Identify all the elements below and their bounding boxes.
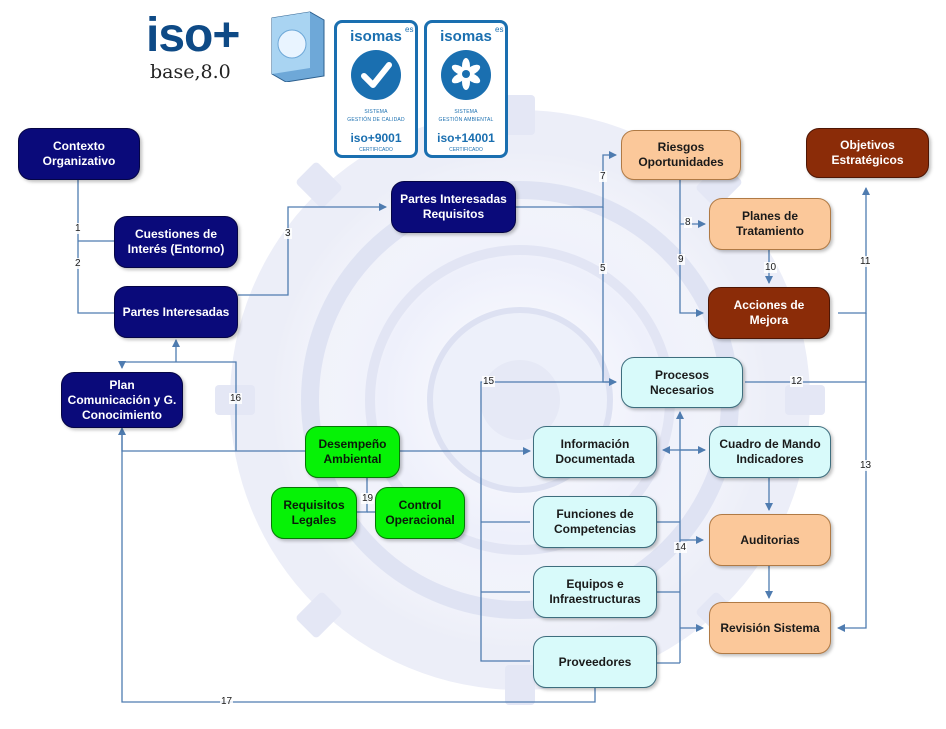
node-partes-interesadas[interactable]: Partes Interesadas: [114, 286, 238, 338]
node-cuadro-de-mando[interactable]: Cuadro de Mando Indicadores: [709, 426, 831, 478]
node-requisitos-legales[interactable]: Requisitos Legales: [271, 487, 357, 539]
node-auditorias[interactable]: Auditorias: [709, 514, 831, 566]
badge-line1: SISTEMA: [454, 109, 478, 115]
node-revision-sistema[interactable]: Revisión Sistema: [709, 602, 831, 654]
isoplus-logo: iso+: [146, 9, 240, 62]
software-box-icon: [271, 11, 325, 82]
connector-number: 16: [229, 393, 243, 404]
connector-number: 5: [599, 263, 607, 274]
badge-superscript: es: [495, 25, 504, 34]
connector-number: 12: [790, 376, 804, 387]
badge-brand: isomas: [350, 28, 402, 45]
node-contexto-organizativo[interactable]: Contexto Organizativo: [18, 128, 140, 180]
connector-number: 13: [859, 460, 873, 471]
connector-number: 14: [674, 542, 688, 553]
connector-number: 17: [220, 696, 234, 707]
iso9001-badge: isomas es SISTEMA GESTIÓN DE CALIDAD iso…: [334, 20, 418, 158]
node-objetivos-estrategicos[interactable]: Objetivos Estratégicos: [806, 128, 929, 178]
checkmark-icon: [351, 50, 401, 100]
badge-superscript: es: [405, 25, 414, 34]
node-procesos-necesarios[interactable]: Procesos Necesarios: [621, 357, 743, 408]
node-plan-comunicacion[interactable]: Plan Comunicación y G. Conocimiento: [61, 372, 183, 428]
node-equipos-e-infraestructuras[interactable]: Equipos e Infraestructuras: [533, 566, 657, 618]
node-partes-interesadas-requisitos[interactable]: Partes Interesadas Requisitos: [391, 181, 516, 233]
node-acciones-de-mejora[interactable]: Acciones de Mejora: [708, 287, 830, 339]
badge-cert: CERTIFICADO: [359, 147, 393, 153]
badge-line2: GESTIÓN DE CALIDAD: [347, 117, 405, 123]
connector-number: 15: [482, 376, 496, 387]
badge-cert: CERTIFICADO: [449, 147, 483, 153]
connector-number: 19: [361, 493, 375, 504]
node-proveedores[interactable]: Proveedores: [533, 636, 657, 688]
iso14001-badge: isomas es SISTEMA GESTIÓN AMBIENTAL iso+…: [424, 20, 508, 158]
badge-line1: SISTEMA: [364, 109, 388, 115]
node-funciones-de-competencias[interactable]: Funciones de Competencias: [533, 496, 657, 548]
connector-number: 7: [599, 171, 607, 182]
node-riesgos-oportunidades[interactable]: Riesgos Oportunidades: [621, 130, 741, 180]
badge-line2: GESTIÓN AMBIENTAL: [438, 117, 494, 123]
badge-brand: isomas: [440, 28, 492, 45]
node-informacion-documentada[interactable]: Información Documentada: [533, 426, 657, 478]
connector-number: 3: [284, 228, 292, 239]
flower-icon: [441, 50, 491, 100]
node-cuestiones-de-interes[interactable]: Cuestiones de Interés (Entorno): [114, 216, 238, 268]
connector-number: 1: [74, 223, 82, 234]
connector-number: 9: [677, 254, 685, 265]
connector-number: 2: [74, 258, 82, 269]
logo-version: base,8.0: [150, 61, 231, 83]
node-planes-de-tratamiento[interactable]: Planes de Tratamiento: [709, 198, 831, 250]
node-control-operacional[interactable]: Control Operacional: [375, 487, 465, 539]
node-desempeno-ambiental[interactable]: Desempeño Ambiental: [305, 426, 400, 478]
connector-number: 10: [764, 262, 778, 273]
connector-number: 8: [684, 217, 692, 228]
badge-standard: iso+9001: [350, 131, 402, 145]
connector-number: 11: [859, 256, 872, 267]
badge-standard: iso+14001: [437, 131, 495, 145]
